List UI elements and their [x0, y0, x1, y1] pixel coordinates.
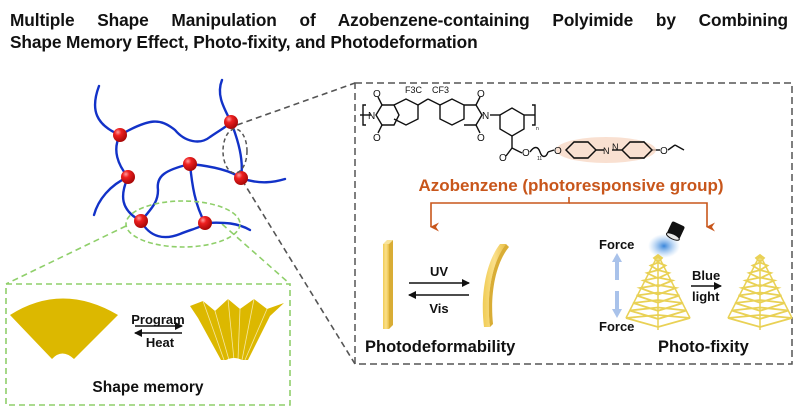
azobenzene-highlight	[556, 137, 656, 163]
atom-o: O	[477, 89, 485, 100]
lattice-edge	[625, 254, 691, 330]
figure-title: Multiple Shape Manipulation of Azobenzen…	[10, 9, 788, 53]
atom-n: N	[612, 142, 619, 152]
blue-light-label-line2: light	[692, 289, 720, 304]
polymer-network	[92, 78, 287, 248]
zoom-connector-gray	[236, 82, 356, 365]
lattice-ring	[750, 261, 770, 272]
atom-n: N	[368, 111, 375, 122]
molecular-detail-box	[354, 82, 793, 365]
node	[121, 170, 135, 184]
node	[198, 216, 212, 230]
atom-n: N	[603, 146, 610, 156]
split-brace	[430, 197, 715, 232]
atom-o: O	[660, 146, 668, 157]
uv-label: UV	[430, 264, 448, 279]
blue-light-glow	[648, 234, 680, 258]
title-line-2: Shape Memory Effect, Photo-fixity, and P…	[10, 32, 478, 52]
atom-o: O	[522, 148, 530, 159]
atom-o: O	[477, 133, 485, 144]
force-arrows	[612, 253, 622, 318]
straight-strip	[383, 240, 393, 329]
flat-fan-shape	[10, 298, 118, 359]
spacer-subscript: 11	[537, 156, 542, 162]
atom-o: O	[499, 153, 507, 164]
azobenzene-core-redraw	[565, 141, 653, 159]
force-top-label: Force	[599, 237, 634, 252]
lattice-ring	[644, 269, 672, 280]
lattice-ring	[746, 269, 774, 280]
atom-o: O	[373, 89, 381, 100]
lamp-icon	[665, 221, 685, 241]
cf3-left: F3C	[405, 85, 423, 95]
zoom-connector-green	[5, 223, 291, 285]
node	[183, 157, 197, 171]
lattice-edge	[727, 254, 793, 330]
title-line-1: Multiple Shape Manipulation of Azobenzen…	[10, 10, 788, 30]
force-bottom-label: Force	[599, 319, 634, 334]
lattice-ring	[738, 284, 782, 296]
photofixity-title: Photo-fixity	[658, 338, 750, 356]
photodeformability-title: Photodeformability	[365, 338, 516, 356]
atom-o: O	[554, 146, 562, 157]
shape-memory-box	[5, 283, 291, 406]
atom-n: N	[482, 111, 489, 122]
vis-label: Vis	[429, 301, 448, 316]
azobenzene-label: Azobenzene (photoresponsive group)	[418, 176, 723, 195]
heat-label: Heat	[146, 335, 175, 350]
crosslink-nodes	[113, 115, 248, 230]
atom-o: O	[373, 133, 381, 144]
lattice-ring	[640, 276, 676, 288]
photodeformability-panel: UV Vis Photodeformability	[365, 240, 516, 356]
shape-memory-title: Shape memory	[92, 379, 204, 396]
blue-light-label-line1: Blue	[692, 268, 720, 283]
cf3-right: CF3	[432, 85, 449, 95]
lattice-ring	[636, 284, 680, 296]
photofixity-panel: Force Force Blue light Photo-fixity	[599, 221, 793, 356]
bent-strip	[482, 244, 509, 327]
program-label: Program	[131, 312, 184, 327]
shape-memory-panel: Program Heat Shape memory	[5, 283, 291, 406]
node	[234, 171, 248, 185]
repeat-subscript: n	[536, 126, 539, 132]
highlight-ellipse-gray	[222, 128, 248, 174]
folded-fan-shape	[190, 298, 284, 361]
node	[224, 115, 238, 129]
lattice-structure-after	[727, 253, 793, 330]
lattice-ring	[742, 276, 778, 288]
lattice-structure-before	[625, 253, 691, 330]
chemical-labels: N O O F3C CF3 O O N n O O 11 O N N O	[368, 85, 668, 164]
node	[134, 214, 148, 228]
highlight-ellipse-green	[125, 200, 241, 248]
node	[113, 128, 127, 142]
lattice-ring	[648, 261, 668, 272]
